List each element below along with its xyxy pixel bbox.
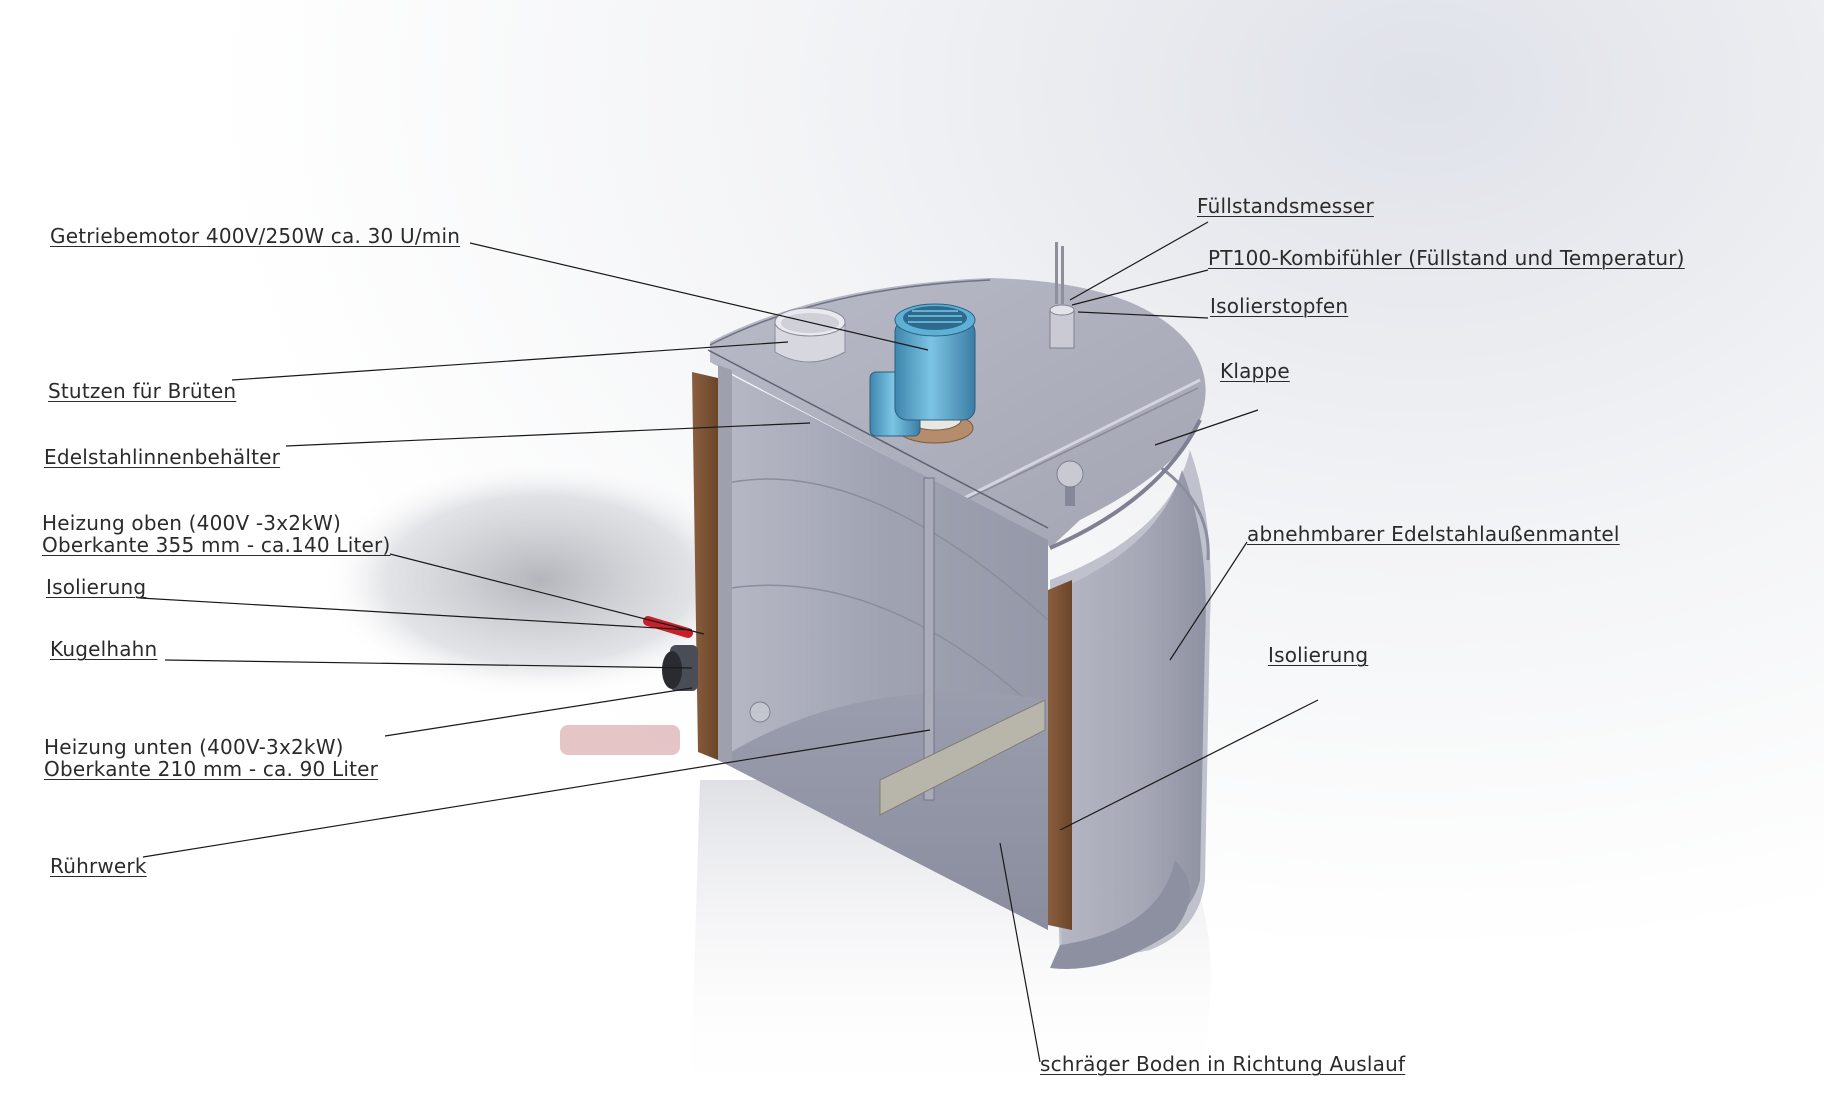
gear-motor [869,303,976,444]
ball-valve [643,616,771,723]
label-ball-valve: Kugelhahn [50,637,158,661]
label-sloped-bottom: schräger Boden in Richtung Auslauf [1040,1052,1406,1076]
label-upper-heater-line2: Oberkante 355 mm - ca.140 Liter) [42,533,391,557]
pt100-sensor [1049,242,1075,349]
agitator [879,477,1046,816]
label-outer-jacket: abnehmbarer Edelstahlaußenmantel [1247,522,1620,546]
insulation-left [692,372,718,760]
label-flap: Klappe [1220,359,1290,383]
label-agitator: Rührwerk [50,854,147,878]
label-inner-vessel: Edelstahlinnenbehälter [44,445,281,469]
label-pt100-sensor: PT100-Kombifühler (Füllstand und Tempera… [1208,246,1685,270]
label-gear-motor: Getriebemotor 400V/250W ca. 30 U/min [50,224,461,248]
label-insulation-left: Isolierung [46,575,147,599]
label-insulation-right: Isolierung [1268,643,1369,667]
floor-shadow [320,460,760,700]
label-insulating-plug: Isolierstopfen [1210,294,1349,318]
insulation-right [1048,580,1072,930]
label-lower-heater-line1: Heizung unten (400V-3x2kW) [44,735,344,759]
label-lower-heater-line2: Oberkante 210 mm - ca. 90 Liter [44,757,379,781]
outer-shell [1050,450,1211,969]
leader-lines [139,221,1319,1063]
label-level-gauge: Füllstandsmesser [1197,194,1374,218]
label-filling-port: Stutzen für Brüten [48,379,237,403]
label-upper-heater: Heizung oben (400V -3x2kW) Oberkante 355… [42,512,390,556]
label-lower-heater: Heizung unten (400V-3x2kW) Oberkante 210… [44,736,378,780]
label-upper-heater-line1: Heizung oben (400V -3x2kW) [42,511,341,535]
